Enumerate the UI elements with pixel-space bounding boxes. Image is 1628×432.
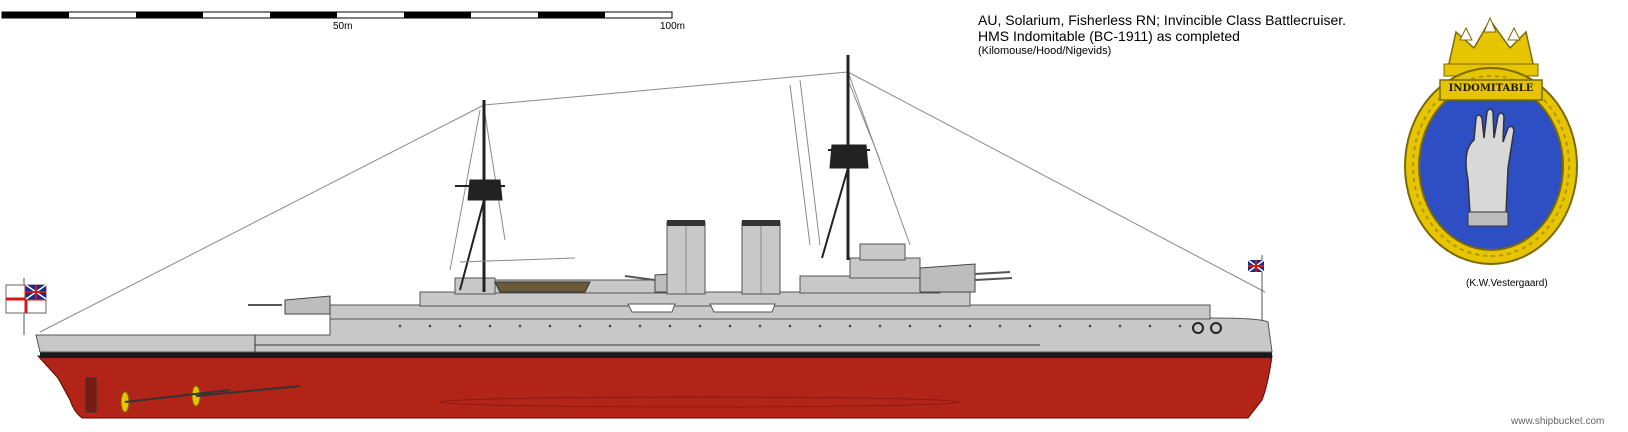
ship-profile: [5, 55, 1273, 419]
scale-label-50m: 50m: [333, 21, 353, 32]
scale-bar: [1, 11, 673, 19]
gauntlet-icon: [1465, 108, 1515, 227]
hull-lower: [36, 355, 1273, 419]
boot-topping: [40, 352, 1272, 358]
title-block: AU, Solarium, Fisherless RN; Invincible …: [978, 12, 1346, 58]
masts: [455, 55, 870, 292]
union-jack-bow: [1247, 259, 1265, 273]
anchors: [1192, 322, 1222, 334]
badge-name: INDOMITABLE: [1448, 83, 1534, 94]
boats: [494, 281, 776, 313]
white-ensign-stern: [5, 284, 47, 314]
propellers: [85, 377, 301, 413]
title-credits: (Kilomouse/Hood/Nigevids): [978, 45, 1112, 57]
title-line-2: HMS Indomitable (BC-1911) as completed: [978, 28, 1240, 44]
hull-upper: [35, 317, 1273, 353]
badge-credit: (K.W.Vestergaard): [1466, 278, 1548, 289]
rigging: [39, 71, 1266, 333]
scale-label-100m: 100m: [660, 21, 686, 32]
watermark: www.shipbucket.com: [1511, 416, 1605, 427]
ship-badge: [1404, 16, 1578, 265]
funnels: [666, 220, 781, 295]
portholes: [398, 324, 1182, 328]
title-line-1: AU, Solarium, Fisherless RN; Invincible …: [978, 12, 1347, 28]
